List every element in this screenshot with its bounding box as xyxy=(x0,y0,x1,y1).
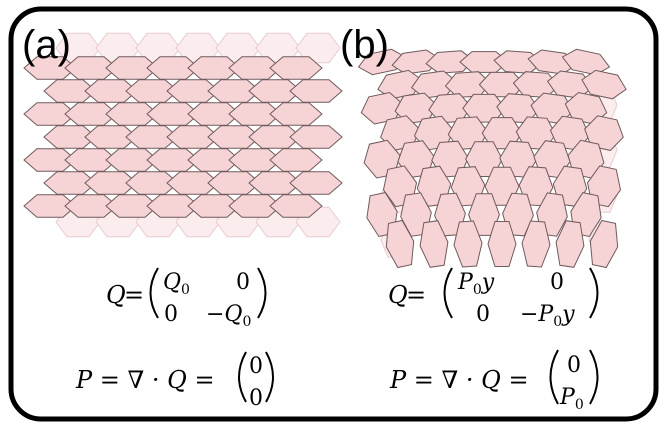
tissue-cell xyxy=(581,69,627,100)
panel-a-label: (a) xyxy=(22,23,71,67)
matrix-b-r1c1: P0y xyxy=(457,270,495,298)
polarity-equation-b: P = ∇ · Q = 0 P0 xyxy=(389,349,599,413)
equals-sign-b: = xyxy=(406,281,426,309)
equals-sign-a: = xyxy=(124,281,144,309)
reference-cell xyxy=(295,32,341,64)
tissue-cell xyxy=(228,194,282,218)
tissue-cell xyxy=(584,115,624,151)
tissue-cell xyxy=(385,219,415,269)
matrix-b-r2c2: −P0y xyxy=(520,302,575,330)
tissue-cell xyxy=(289,171,343,195)
tissue-cell xyxy=(453,220,483,268)
tissue-cell xyxy=(589,219,619,269)
tissue-cell xyxy=(521,220,551,268)
polarity-equation-a: P = ∇ · Q = 0 0 xyxy=(75,351,274,411)
left-paren-b xyxy=(443,267,453,319)
tissue-cell xyxy=(487,221,517,267)
vector-left-paren-a xyxy=(238,351,247,403)
tissue-cell xyxy=(187,194,241,218)
tissue-cell xyxy=(23,194,77,218)
reference-lattice-a xyxy=(55,32,341,238)
matrix-a-r2c2: −Q0 xyxy=(206,302,251,330)
q-symbol-a: Q xyxy=(106,281,126,309)
vector-right-paren-b xyxy=(589,349,599,405)
panel-b-label: (b) xyxy=(340,23,389,67)
stretched-tissue-a xyxy=(23,56,343,218)
q-symbol-b: Q xyxy=(388,281,408,309)
tissue-cell xyxy=(289,79,343,103)
matrix-a-r1c1: Q0 xyxy=(163,270,190,298)
tissue-cell xyxy=(105,194,159,218)
matrix-b-r1c2: 0 xyxy=(550,270,564,295)
right-paren-b xyxy=(589,267,599,319)
tissue-cell xyxy=(146,194,200,218)
left-paren-a xyxy=(149,267,159,319)
tissue-cell xyxy=(289,125,343,149)
q-tensor-equation-a: Q = Q0 0 0 −Q0 xyxy=(106,267,267,330)
tissue-cell xyxy=(391,49,441,75)
tissue-cell xyxy=(377,69,423,100)
vector-a-bottom: 0 xyxy=(249,386,263,411)
matrix-a-r2c1: 0 xyxy=(164,302,178,327)
panel-a: (a) Q = Q0 0 0 −Q0 P = ∇ · Q = 0 0 xyxy=(22,23,343,411)
p-lhs-b: P = ∇ · Q = xyxy=(389,366,529,394)
tissue-cell xyxy=(419,220,449,268)
matrix-b-r2c1: 0 xyxy=(476,302,490,327)
matrix-a-r1c2: 0 xyxy=(236,270,250,295)
tissue-cell xyxy=(555,220,585,268)
vector-a-top: 0 xyxy=(249,354,263,379)
tissue-cell xyxy=(425,50,475,74)
tissue-cell xyxy=(64,194,118,218)
tissue-cell xyxy=(269,194,323,218)
q-tensor-equation-b: Q = P0y 0 0 −P0y xyxy=(388,267,599,330)
p-lhs-a: P = ∇ · Q = xyxy=(75,366,215,394)
panel-b: (b) Q = P0y 0 0 −P0y P = ∇ · Q = 0 P0 xyxy=(340,23,627,413)
sheared-tissue-b xyxy=(357,48,627,269)
right-paren-a xyxy=(257,267,267,319)
vector-b-bottom: P0 xyxy=(559,385,584,413)
vector-right-paren-a xyxy=(265,351,274,403)
vector-b-top: 0 xyxy=(567,353,581,378)
vector-left-paren-b xyxy=(549,349,559,405)
tissue-cell xyxy=(357,48,407,76)
